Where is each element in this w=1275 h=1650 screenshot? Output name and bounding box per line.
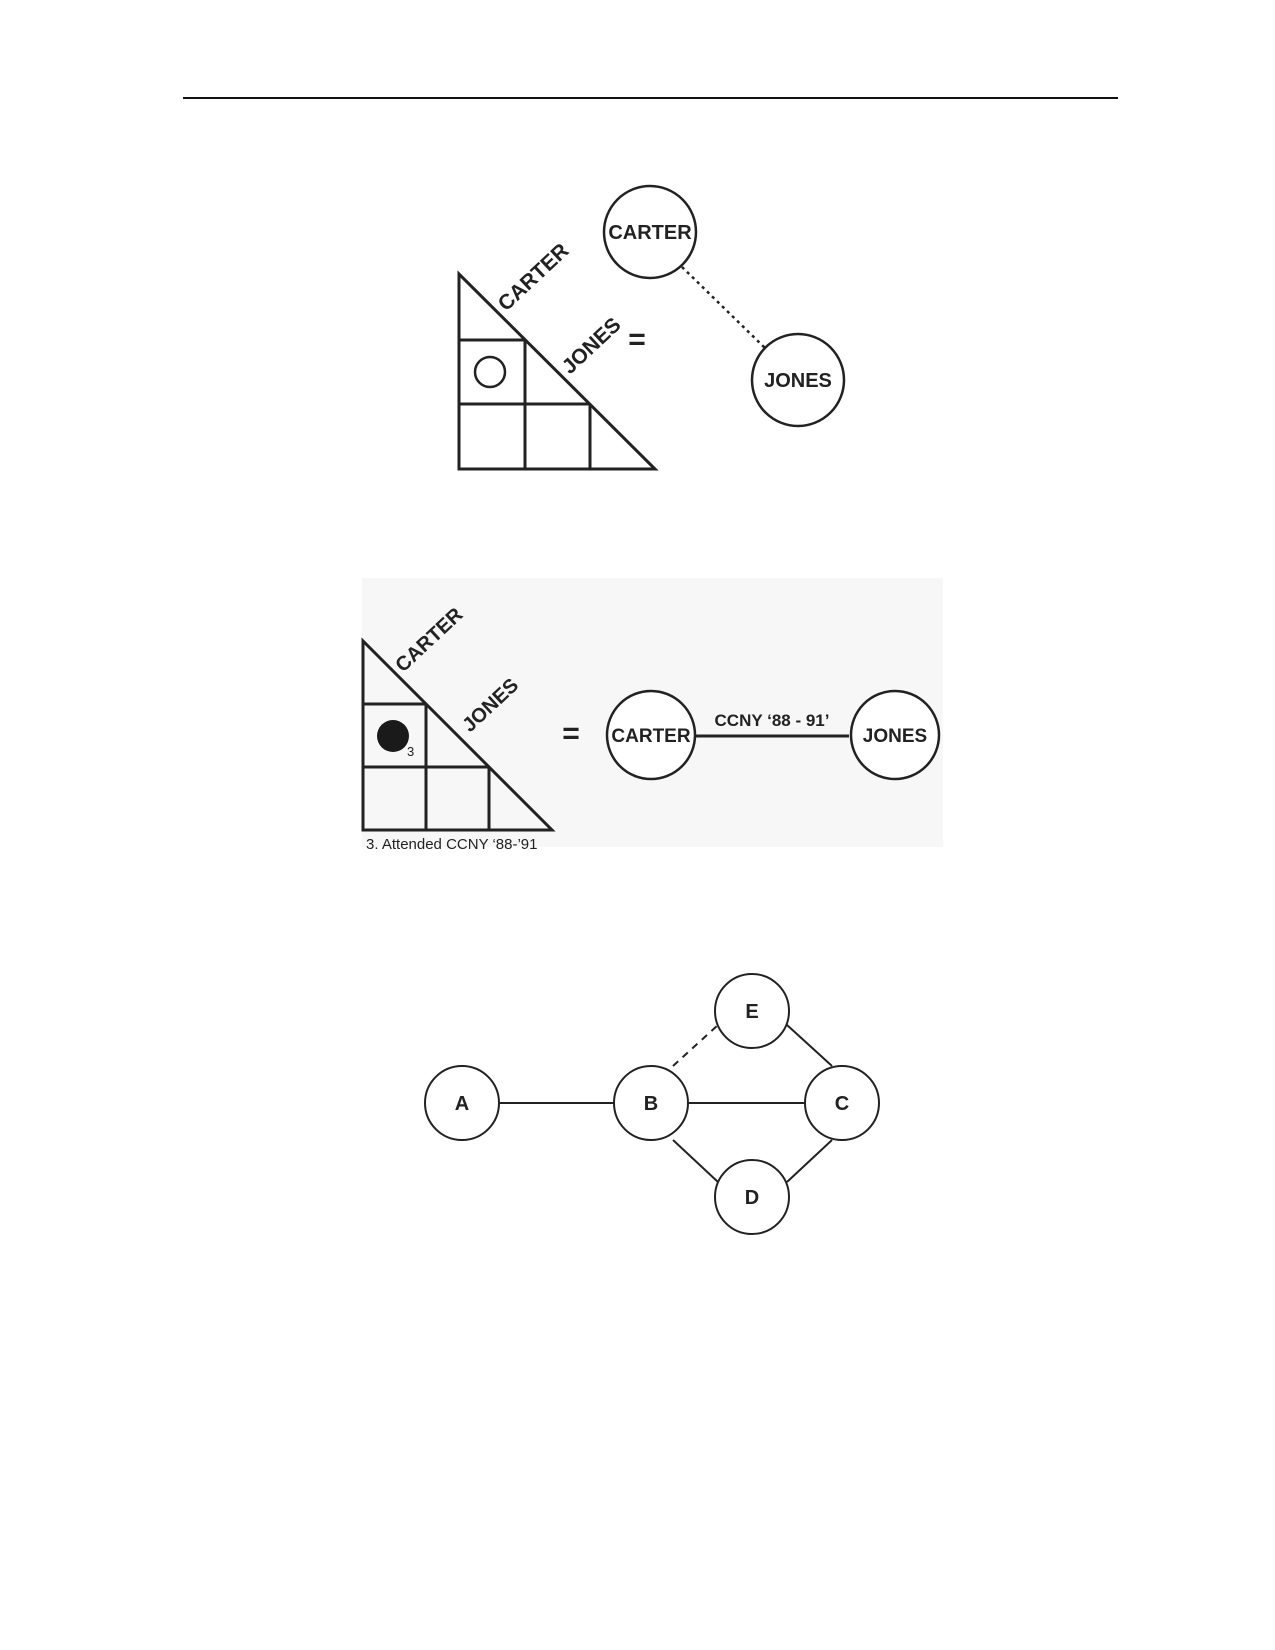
node-e <box>714 973 790 1049</box>
node-c <box>804 1065 880 1141</box>
header-rule <box>183 97 1118 99</box>
node-c-label: C <box>835 1093 849 1115</box>
edge-d-c <box>786 1139 833 1183</box>
node-jones <box>849 689 941 781</box>
triangle-matrix <box>457 270 659 471</box>
edge-b-e-dashed <box>672 1024 719 1067</box>
node-d-label: D <box>745 1187 759 1209</box>
node-jones <box>750 332 846 428</box>
node-carter-label: CARTER <box>611 726 690 747</box>
dotted-edge <box>681 266 766 349</box>
matrix-footnote: 3. Attended CCNY ‘88-’91 <box>366 836 538 853</box>
node-b-label: B <box>644 1093 658 1115</box>
node-jones-label: JONES <box>764 370 832 392</box>
node-d <box>714 1159 790 1235</box>
edge-e-c <box>786 1024 833 1067</box>
figure-3: A B C D E <box>424 973 880 1235</box>
node-carter <box>602 184 698 280</box>
empty-tie-marker <box>473 355 507 389</box>
filled-tie-marker <box>377 720 409 752</box>
matrix-outline <box>361 637 556 832</box>
figure-2: 3 CARTER JONES 3. Attended CCNY ‘88-’91 … <box>361 603 941 853</box>
equals-sign: = <box>562 717 580 750</box>
figure-1: CARTER JONES = CARTER JONES <box>457 184 846 471</box>
node-a <box>424 1065 500 1141</box>
node-e-label: E <box>745 1001 758 1023</box>
node-carter <box>605 689 697 781</box>
matrix-outline <box>457 270 659 471</box>
node-carter-label: CARTER <box>608 222 692 244</box>
cell-footnote-number: 3 <box>407 744 414 759</box>
edge-b-d <box>672 1139 719 1183</box>
equals-sign: = <box>628 323 646 356</box>
node-a-label: A <box>455 1093 469 1115</box>
edge-label: CCNY ‘88 - 91’ <box>715 711 830 730</box>
node-b <box>613 1065 689 1141</box>
node-jones-label: JONES <box>863 726 927 747</box>
triangle-matrix <box>361 637 556 832</box>
